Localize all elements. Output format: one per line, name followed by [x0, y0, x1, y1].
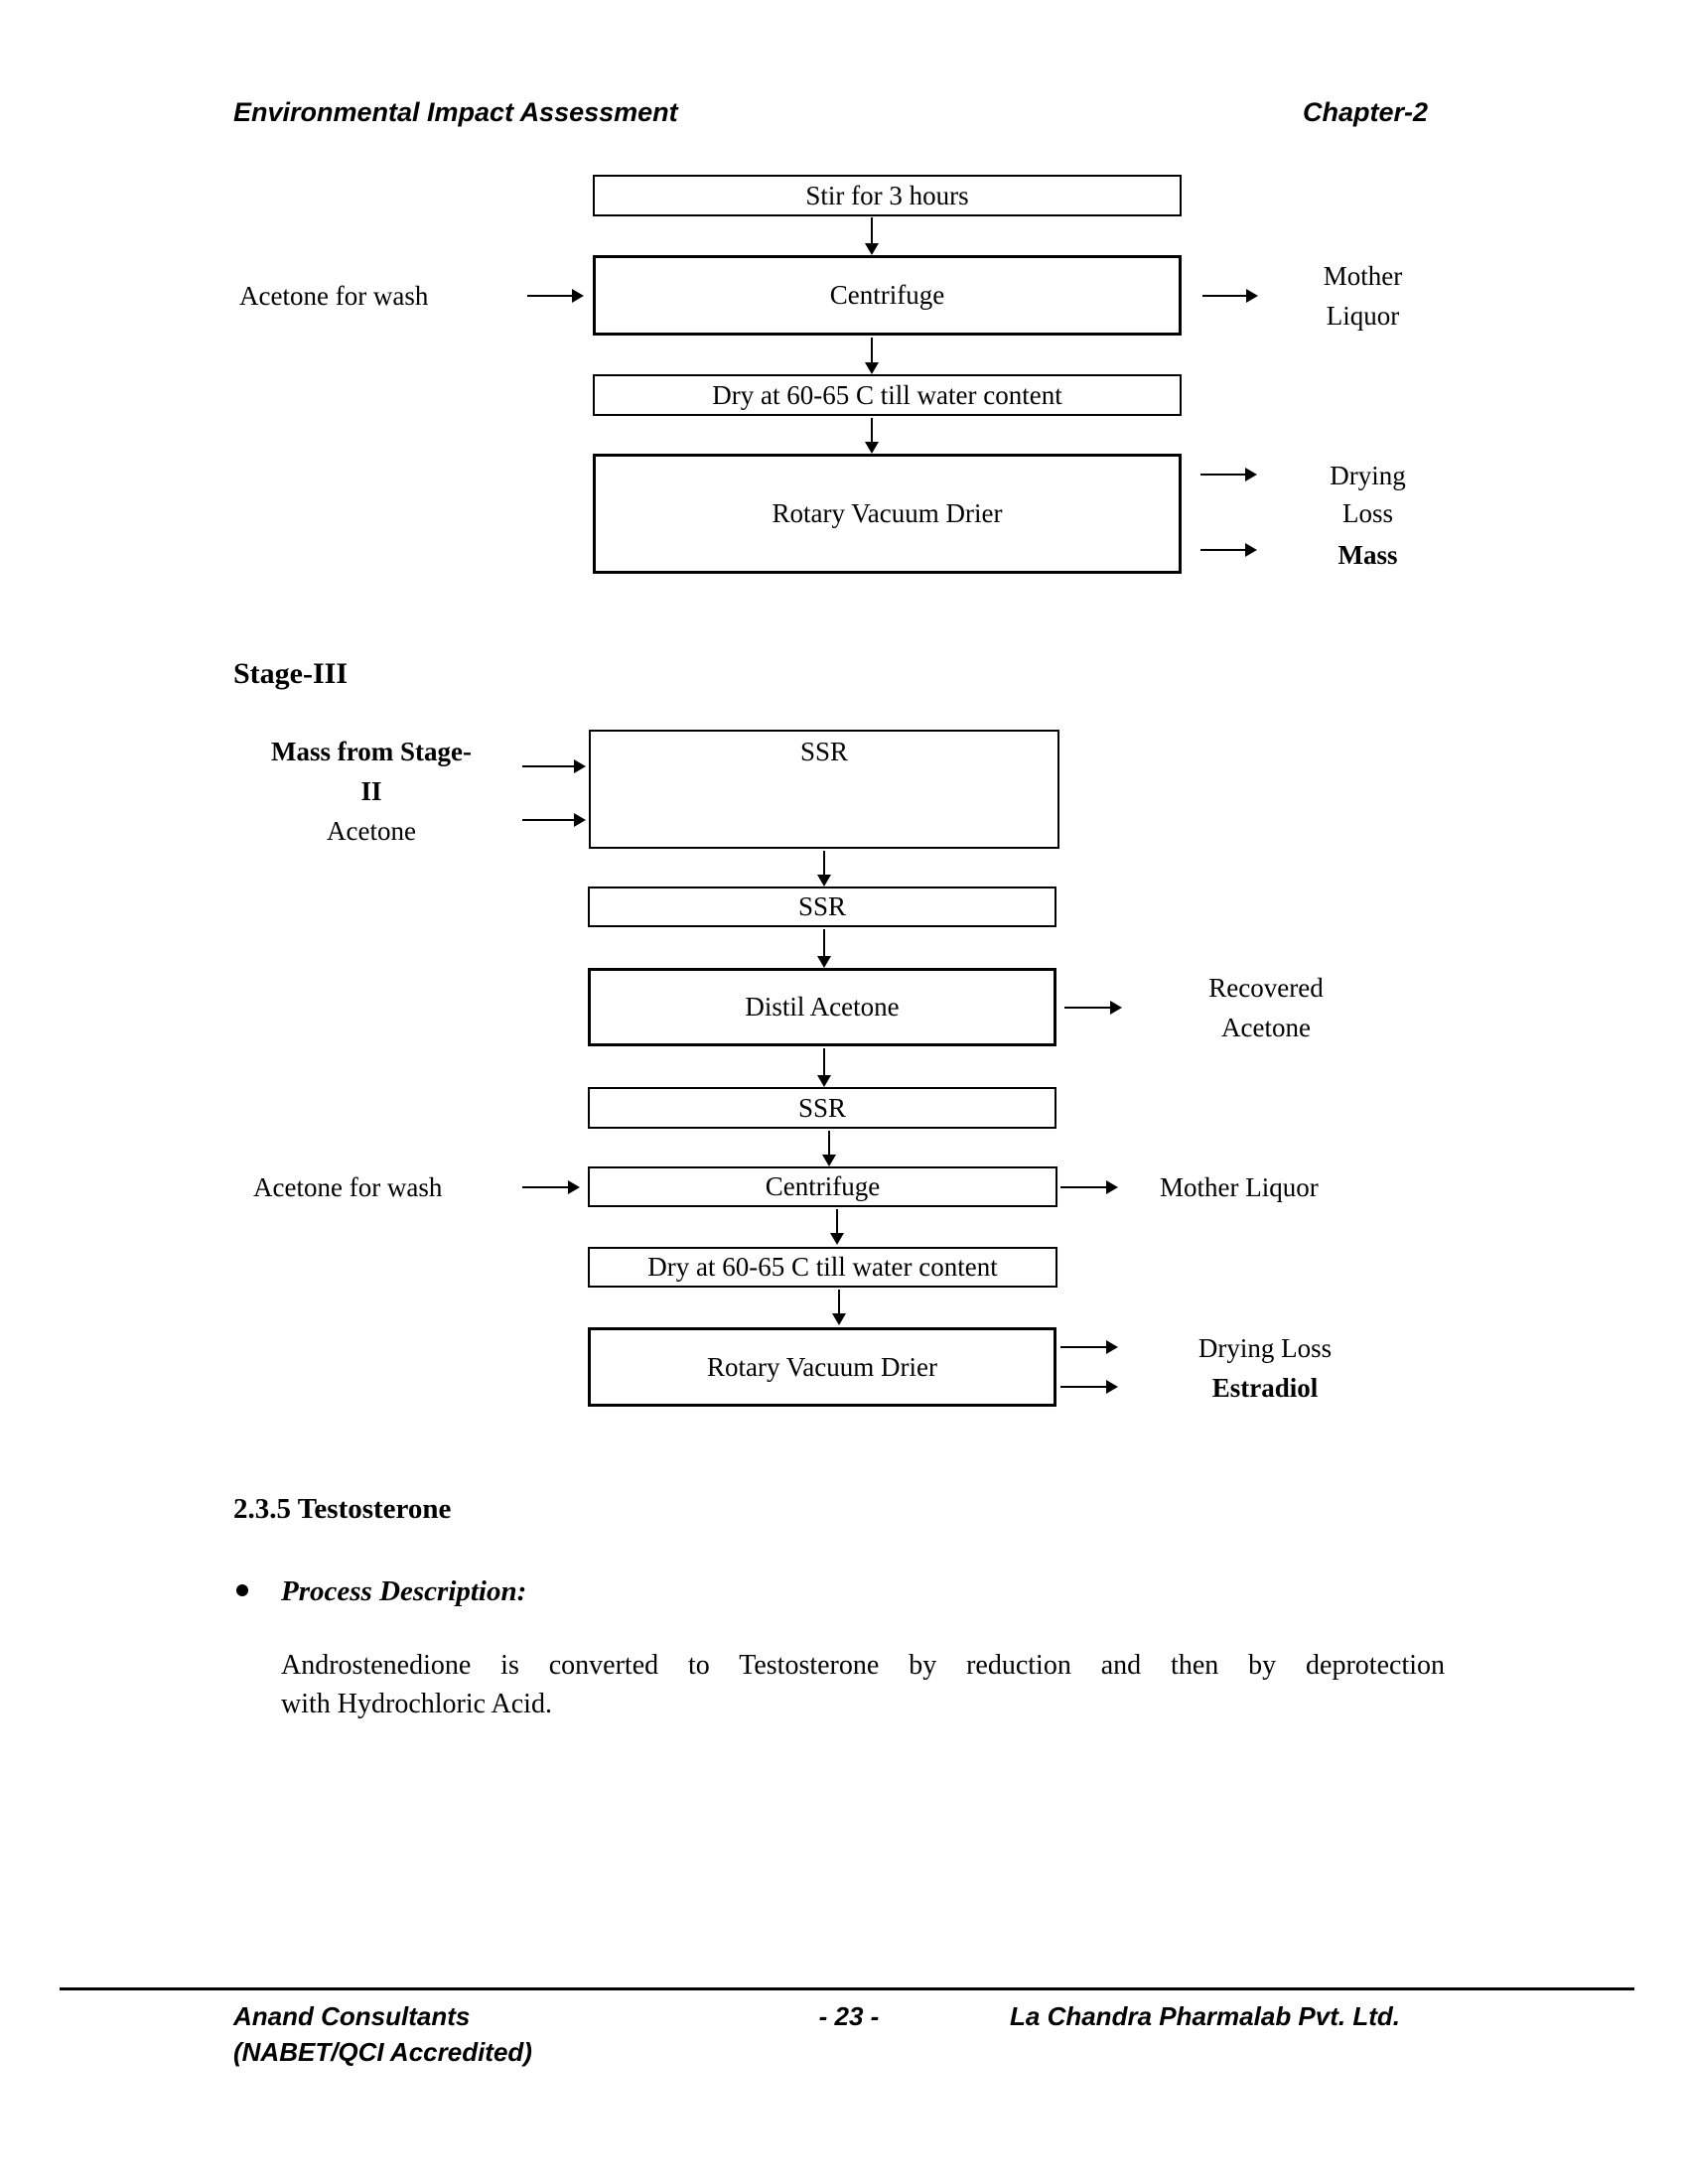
arrow-right-icon — [1064, 1001, 1122, 1015]
flow2-box-ssr1: SSR — [589, 730, 1059, 849]
footer-company: Anand Consultants — [233, 2001, 471, 2031]
arrow-down-icon — [832, 1290, 846, 1325]
flow1-label-drying-loss: Drying Loss — [1330, 461, 1406, 528]
arrow-down-icon — [817, 851, 831, 887]
flow2-box-dry-label: Dry at 60-65 C till water content — [647, 1252, 998, 1282]
arrow-down-icon — [830, 1209, 844, 1245]
arrow-down-icon — [822, 1131, 836, 1166]
arrow-down-icon — [865, 217, 879, 255]
flow2-label-acetone-wash: Acetone for wash — [253, 1172, 443, 1202]
flow2-box-dry: Dry at 60-65 C till water content — [588, 1247, 1057, 1288]
arrow-right-icon — [1060, 1340, 1118, 1354]
stage3-heading: Stage-III — [233, 657, 349, 690]
flow2-box-centrifuge: Centrifuge — [588, 1166, 1057, 1207]
flow1-box-rotary-label: Rotary Vacuum Drier — [772, 498, 1003, 528]
flow2-box-rotary-label: Rotary Vacuum Drier — [707, 1351, 937, 1382]
footer-right-company: La Chandra Pharmalab Pvt. Ltd. — [1010, 2001, 1400, 2031]
flow1-box-centrifuge: Centrifuge — [593, 255, 1182, 336]
paragraph-line1: Androstenedione is converted to Testoste… — [281, 1650, 1445, 1681]
flow1-box-stir-label: Stir for 3 hours — [805, 180, 969, 210]
arrow-right-icon — [522, 759, 586, 773]
flow2-label-drying-loss: Drying Loss — [1197, 1333, 1333, 1363]
arrow-down-icon — [865, 418, 879, 454]
flow2-box-distil-label: Distil Acetone — [745, 992, 900, 1022]
flow2-box-ssr2: SSR — [588, 887, 1056, 927]
flow1-box-rotary: Rotary Vacuum Drier — [593, 454, 1182, 574]
arrow-right-icon — [1060, 1380, 1118, 1394]
header-document-title: Environmental Impact Assessment — [233, 97, 678, 127]
flow1-box-dry: Dry at 60-65 C till water content — [593, 374, 1182, 416]
arrow-right-icon — [522, 813, 586, 827]
flow2-box-ssr2-label: SSR — [797, 891, 847, 921]
arrow-down-icon — [817, 929, 831, 968]
arrow-down-icon — [817, 1048, 831, 1087]
flow2-box-distil: Distil Acetone — [588, 968, 1056, 1046]
flow1-box-stir: Stir for 3 hours — [593, 175, 1182, 216]
flow1-box-centrifuge-label: Centrifuge — [829, 280, 945, 310]
header-chapter: Chapter-2 — [1303, 97, 1429, 127]
arrow-right-icon — [522, 1180, 580, 1194]
arrow-right-icon — [1200, 543, 1257, 557]
footer-page-number: - 23 - — [818, 2001, 880, 2031]
footer-rule — [60, 1987, 1634, 1990]
flow2-label-input: Mass from Stage- II Acetone — [271, 737, 472, 846]
flow2-box-ssr1-label: SSR — [799, 737, 849, 766]
flow1-label-acetone-wash: Acetone for wash — [239, 281, 429, 311]
arrow-right-icon — [1202, 289, 1258, 303]
flow1-label-mass: Mass — [1337, 540, 1398, 570]
section-heading: 2.3.5 Testosterone — [233, 1493, 452, 1525]
flow2-box-ssr3-label: SSR — [797, 1092, 847, 1123]
bullet-icon — [236, 1584, 248, 1596]
arrow-right-icon — [1200, 468, 1257, 481]
paragraph-line2: with Hydrochloric Acid. — [281, 1689, 552, 1719]
flow2-label-mother-liquor: Mother Liquor — [1160, 1172, 1319, 1202]
flow1-label-mother-liquor: Mother Liquor — [1323, 261, 1403, 331]
arrow-down-icon — [865, 338, 879, 374]
bullet-label: Process Description: — [281, 1575, 527, 1607]
arrow-right-icon — [1060, 1180, 1118, 1194]
footer-accreditation: (NABET/QCI Accredited) — [233, 2037, 532, 2067]
flow2-box-ssr3: SSR — [588, 1087, 1056, 1129]
flow1-box-dry-label: Dry at 60-65 C till water content — [712, 379, 1062, 410]
flow2-label-recovered: Recovered Acetone — [1208, 973, 1324, 1042]
arrow-right-icon — [527, 289, 584, 303]
flow2-label-estradiol: Estradiol — [1211, 1373, 1319, 1403]
flow2-box-centrifuge-label: Centrifuge — [765, 1171, 881, 1201]
flow2-box-rotary: Rotary Vacuum Drier — [588, 1327, 1056, 1407]
